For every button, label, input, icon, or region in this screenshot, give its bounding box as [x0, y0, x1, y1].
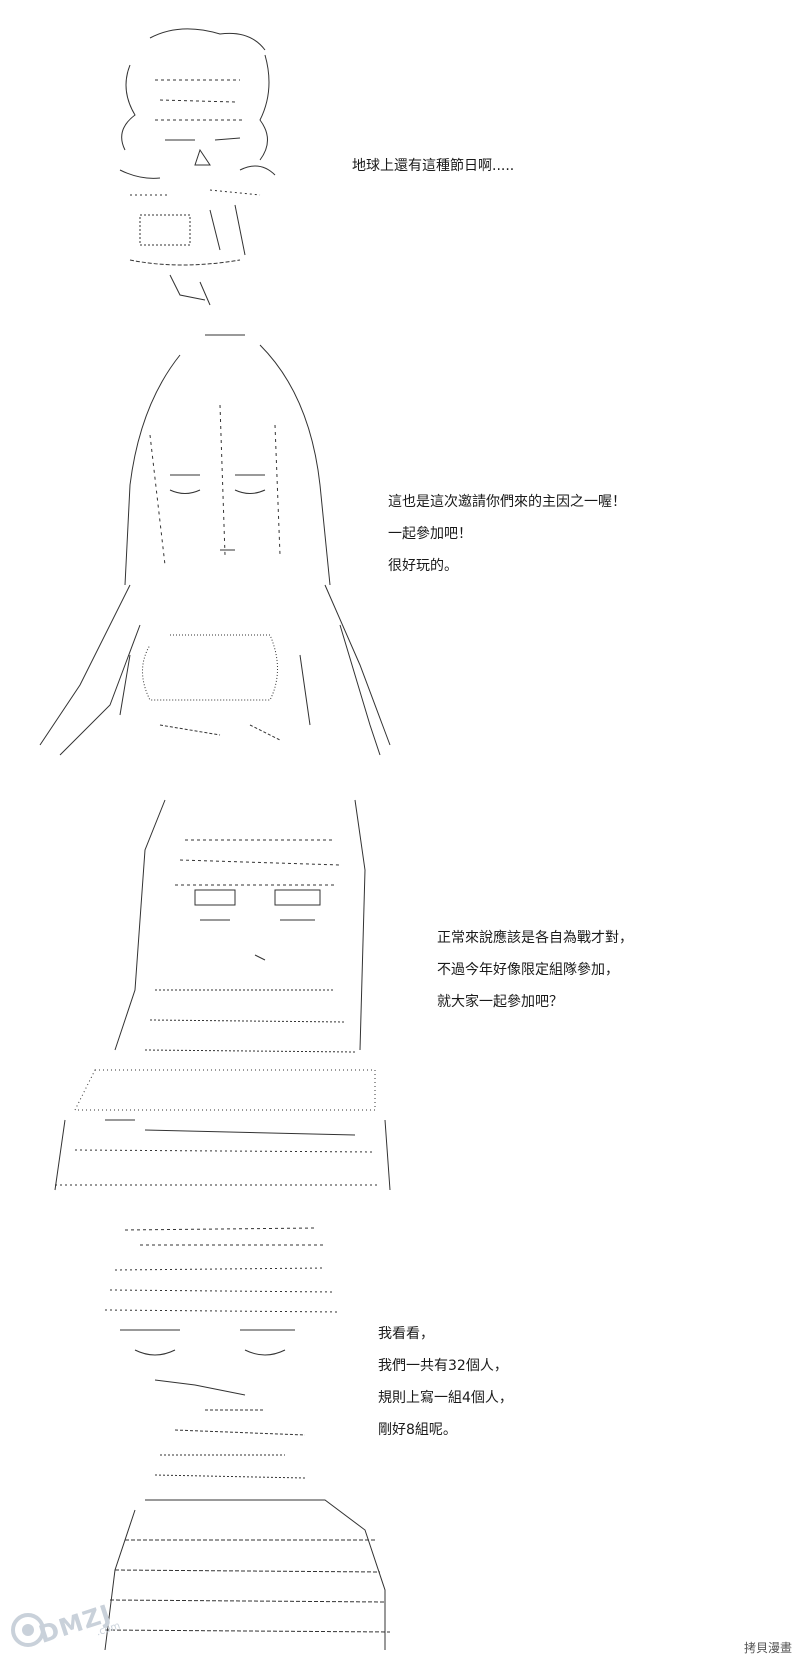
watermark-logo-icon — [11, 1613, 45, 1647]
ascii-art-panel-2 — [20, 325, 400, 765]
dialog-line: 很好玩的。 — [388, 558, 458, 574]
source-stamp: 拷貝漫畫 — [743, 1641, 792, 1655]
dialog-line: 正常來說應該是各自為戰才對， — [437, 930, 633, 946]
dialog-panel-4: 我看看， 我們一共有32個人， 規則上寫一組4個人， 剛好8組呢。 — [378, 1318, 513, 1446]
ascii-art-panel-1 — [60, 20, 300, 310]
dialog-line: 我們一共有32個人， — [378, 1358, 508, 1374]
dialog-panel-3: 正常來說應該是各自為戰才對， 不過今年好像限定組隊參加， 就大家一起參加吧？ — [437, 922, 633, 1018]
dialog-line: 剛好8組呢。 — [378, 1422, 457, 1438]
dialog-panel-1: 地球上還有這種節日啊..... — [352, 150, 514, 182]
dialog-line: 規則上寫一組4個人， — [378, 1390, 513, 1406]
ascii-art-panel-3 — [35, 790, 395, 1200]
dialog-line: 地球上還有這種節日啊..... — [352, 158, 515, 174]
watermark-text: DMZJ — [35, 1599, 115, 1649]
dialog-line: 一起參加吧！ — [388, 526, 472, 542]
ascii-art-panel-4 — [85, 1210, 400, 1650]
dialog-panel-2: 這也是這次邀請你們來的主因之一喔！ 一起參加吧！ 很好玩的。 — [388, 486, 626, 582]
dialog-line: 就大家一起參加吧？ — [437, 994, 563, 1010]
dialog-line: 不過今年好像限定組隊參加， — [437, 962, 619, 978]
dialog-line: 這也是這次邀請你們來的主因之一喔！ — [388, 494, 626, 510]
dmzj-watermark: DMZJ .com — [8, 1598, 122, 1654]
dialog-line: 我看看， — [378, 1326, 434, 1342]
